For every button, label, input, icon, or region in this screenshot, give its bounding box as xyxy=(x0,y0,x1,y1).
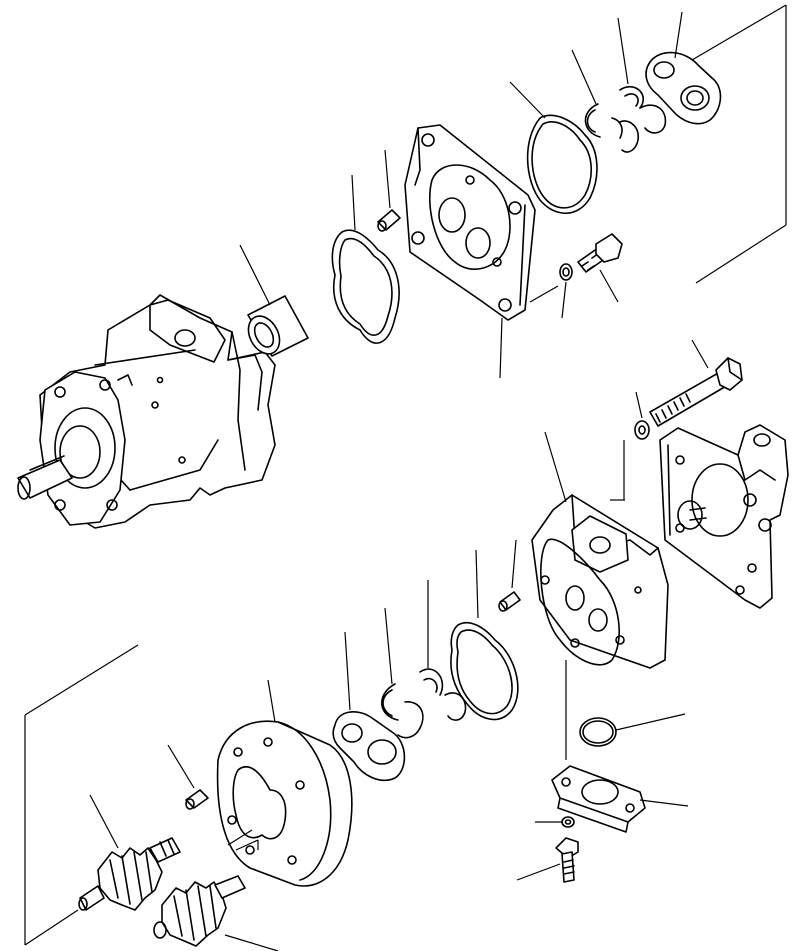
washer-mid xyxy=(634,391,650,440)
drive-gear xyxy=(78,794,181,911)
gear-housing xyxy=(216,679,353,887)
snap-rings-mid xyxy=(419,580,467,721)
washer-top xyxy=(529,263,573,319)
gasket-top-small xyxy=(331,174,400,344)
backup-ring-top xyxy=(571,49,623,139)
driven-gear xyxy=(153,875,279,951)
gasket-mid xyxy=(450,549,519,721)
dowel-pin-top xyxy=(377,149,401,232)
backup-ring-mid xyxy=(381,607,424,739)
long-bolt xyxy=(649,339,743,427)
pump-housing xyxy=(17,294,276,529)
cover-plate-top xyxy=(404,124,536,379)
needle-bearing xyxy=(239,244,309,357)
bolt-port xyxy=(516,837,579,883)
bolt-top xyxy=(577,233,623,303)
rear-pump-section xyxy=(659,424,789,609)
middle-housing xyxy=(531,431,669,760)
seal-ring-top xyxy=(509,81,598,214)
dowel-pin-mid xyxy=(498,539,521,612)
port-flange xyxy=(551,765,689,833)
washer-port xyxy=(535,816,575,828)
assembly-bracket-lower-left xyxy=(24,644,259,946)
dowel-pin-lower xyxy=(167,744,209,810)
snap-rings-top xyxy=(617,17,667,153)
flange-ring-top xyxy=(645,4,787,284)
wear-plate-mid xyxy=(332,631,406,782)
o-ring-port xyxy=(579,713,686,747)
